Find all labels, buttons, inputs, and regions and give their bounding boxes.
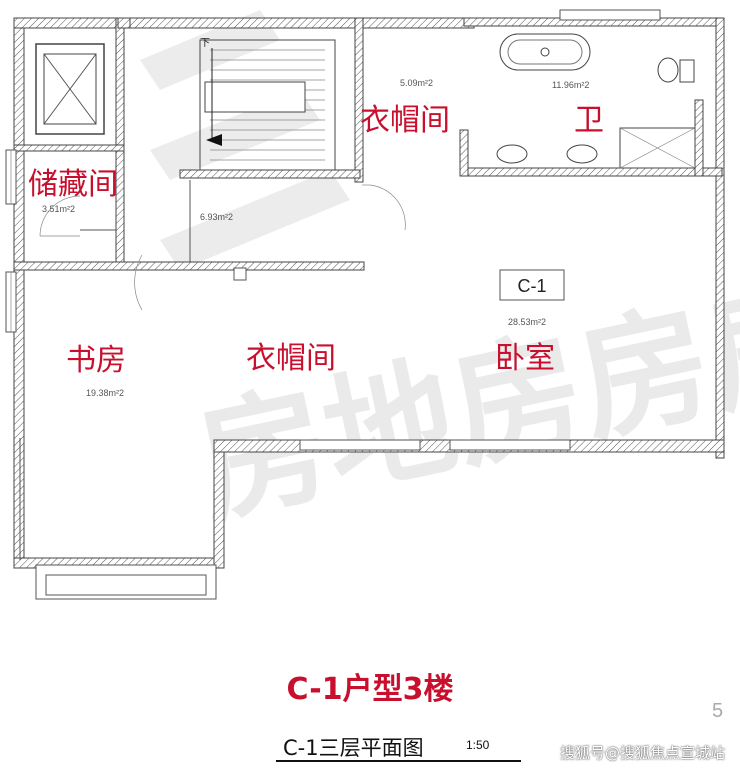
unit-tag-box	[499, 269, 565, 301]
plan-subtitle: C-1三层平面图	[283, 736, 424, 760]
room-area-wardrobe-lower: 6.93m²2	[200, 212, 233, 222]
partitions	[19, 180, 191, 560]
room-area-study: 19.38m²2	[86, 388, 124, 398]
windows	[5, 9, 661, 600]
plan-title: C-1户型3楼	[286, 672, 454, 707]
stair-down-mark: 下	[200, 38, 210, 49]
room-label-wardrobe-lower: 衣帽间	[246, 341, 336, 376]
room-area-bathroom: 11.96m²2	[552, 80, 589, 90]
elevator-shaft	[35, 43, 105, 135]
room-label-storage: 储藏间	[28, 167, 118, 202]
bathroom-fixtures	[496, 33, 696, 169]
room-label-bedroom: 卧室	[495, 341, 555, 376]
plan-scale: 1:50	[466, 738, 490, 752]
page-number: 5	[712, 700, 724, 722]
floor-plan: 房地房房房	[5, 9, 740, 600]
room-area-storage: 3.51m²2	[42, 204, 75, 214]
doors	[39, 184, 406, 311]
room-label-bathroom: 卫	[574, 103, 604, 138]
unit-tag: C-1	[517, 276, 546, 296]
source-credit: 搜狐号@搜狐焦点宣城站	[560, 744, 726, 762]
room-area-wardrobe-upper: 5.09m²2	[400, 78, 433, 88]
exterior-walls	[13, 17, 725, 569]
room-area-bedroom: 28.53m²2	[508, 317, 546, 327]
subtitle-underline	[276, 760, 521, 762]
room-label-wardrobe-upper: 衣帽间	[360, 103, 450, 138]
watermark-text: 房地房房房	[184, 259, 740, 543]
room-label-study: 书房	[66, 343, 126, 378]
staircase: 下	[199, 38, 336, 171]
